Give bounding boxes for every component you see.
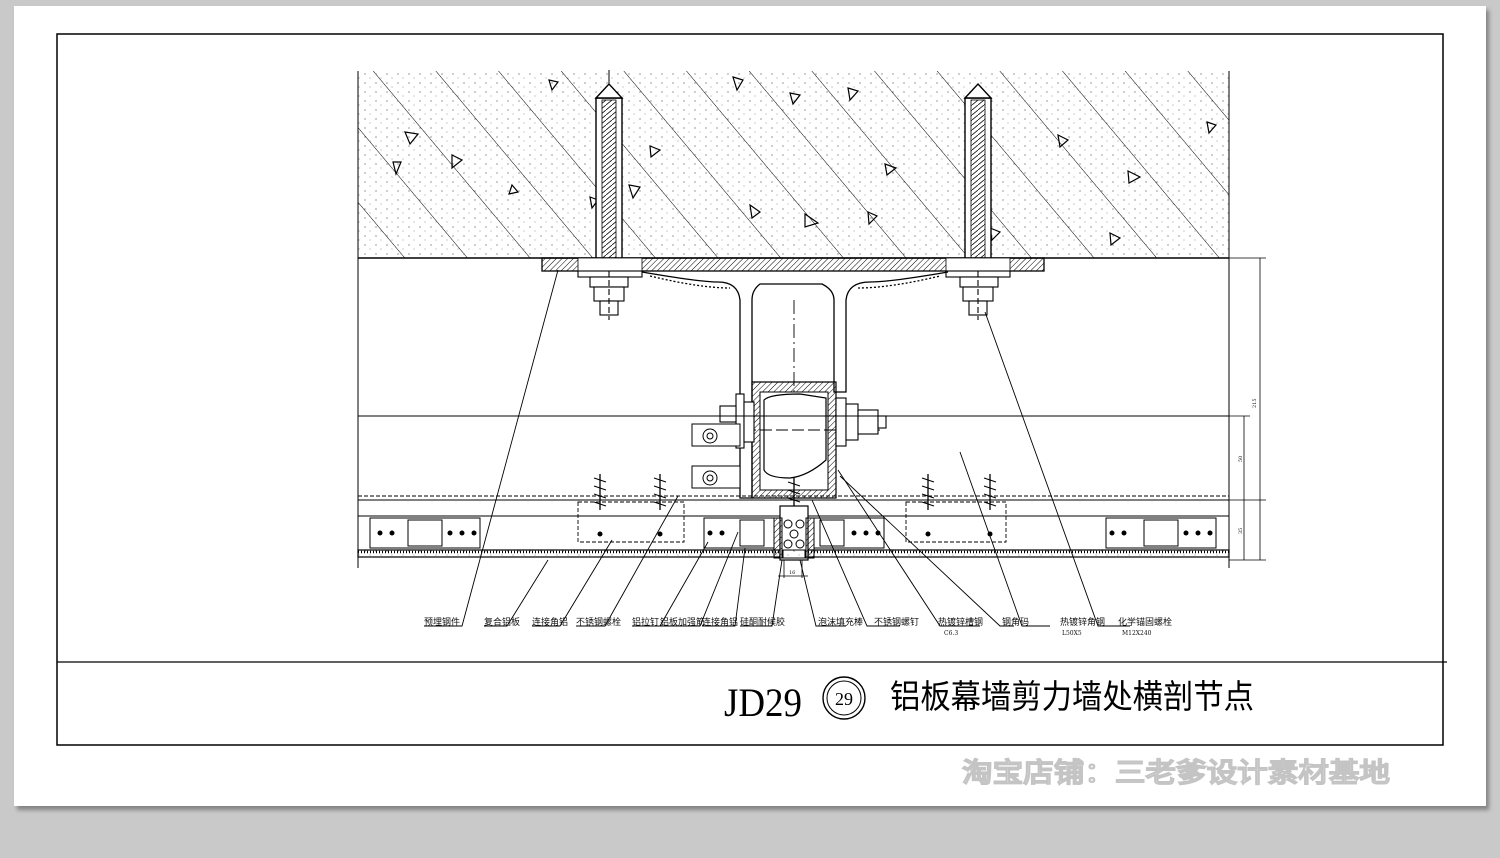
callout-anchor-bolt: 化学锚固螺栓: [1118, 616, 1172, 628]
through-bolt: [719, 393, 887, 449]
callout-leaders: [424, 269, 1130, 627]
dim-label-215: 215: [1252, 398, 1258, 408]
drawing-code: JD29: [724, 680, 802, 725]
callout-embedded-plate: 预埋钢件: [424, 616, 460, 628]
title-block-frame: [56, 33, 1447, 746]
sealant-joint: [773, 505, 815, 561]
detail-number-circle: [822, 676, 866, 720]
anchor-nuts: [577, 270, 1011, 320]
callout-panel-rib: 铝板加强筋: [660, 616, 705, 628]
callout-channel-steel: 热镀锌槽钢: [938, 616, 983, 628]
dimension-lines: [778, 257, 1266, 578]
concrete-wall: [357, 71, 1230, 259]
aluminum-connector-studs: [691, 423, 741, 489]
callout-steel-bracket: 钢角码: [1002, 616, 1029, 628]
chemical-anchor-bolt-left: [594, 70, 624, 259]
callout-labels: 预埋钢件 复合铝板 连接角铝 不锈钢螺栓 铝拉钉 铝板加强筋 连接角铝 硅酮耐候…: [424, 616, 1172, 637]
stainless-screws: [593, 474, 997, 510]
galvanized-channel: [744, 381, 880, 499]
detail-number: 29: [835, 689, 853, 709]
callout-composite-panel: 复合铝板: [484, 616, 520, 628]
shop-watermark: 淘宝店铺：三老爹设计素材基地: [962, 757, 1390, 789]
callout-aluminum-angle-2: 连接角铝: [702, 616, 738, 628]
dim-label-50: 50: [1238, 456, 1244, 462]
chemical-anchor-bolt-right: [963, 82, 993, 259]
dim-label-16: 16: [789, 570, 795, 576]
drawing-title-block: JD29 29 铝板幕墙剪力墙处横剖节点: [724, 676, 1254, 725]
embedded-steel-plate: [541, 257, 1045, 272]
callout-channel-size: C6.3: [944, 630, 958, 637]
callout-stainless-bolt: 不锈钢螺栓: [576, 616, 621, 628]
reinforcement-rib-boxes: [577, 501, 1007, 543]
rivet-dots: [377, 530, 1213, 536]
detail-number-inner-circle: [826, 680, 862, 716]
callout-stainless-screw: 不锈钢螺钉: [874, 616, 919, 628]
callout-silicone-sealant: 硅酮耐候胶: [740, 616, 785, 628]
callout-pop-rivet: 铝拉钉: [632, 616, 659, 628]
callout-anchor-size: M12X240: [1122, 630, 1152, 637]
dim-label-35: 35: [1238, 528, 1244, 534]
callout-backer-rod: 泡沫填充棒: [818, 616, 863, 628]
section-drawing: 215 50 35 16: [56, 33, 1447, 790]
drawing-title: 铝板幕墙剪力墙处横剖节点: [890, 677, 1254, 716]
drawing-sheet: 215 50 35 16: [14, 6, 1486, 806]
callout-angle-size: L50X5: [1062, 630, 1082, 637]
dimension-labels: 215 50 35 16: [789, 398, 1258, 576]
callout-angle-steel: 热镀锌角钢: [1060, 616, 1105, 628]
callout-aluminum-angle: 连接角铝: [532, 616, 568, 628]
